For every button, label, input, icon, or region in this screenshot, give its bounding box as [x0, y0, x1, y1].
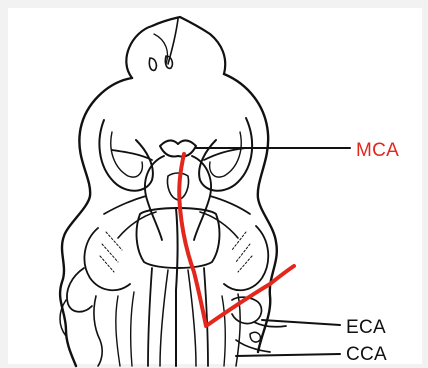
- brain-outline-left: [60, 78, 132, 366]
- right-nerve-2: [222, 296, 225, 366]
- communicating-artery-left: [104, 196, 146, 214]
- right-hatch-1: [232, 232, 252, 272]
- right-cerebellum: [224, 226, 268, 290]
- circle-of-willis-left: [145, 156, 164, 240]
- vertebral-left: [160, 270, 168, 366]
- cca-label: CCA: [346, 345, 387, 364]
- vessel-knot: [250, 332, 260, 342]
- eca-vessel: [254, 322, 286, 327]
- left-nerve-3: [94, 296, 102, 366]
- left-cerebellum: [84, 228, 130, 290]
- mca-label: MCA: [356, 141, 399, 160]
- communicating-artery-right: [210, 196, 250, 214]
- vertebral-right: [188, 270, 196, 366]
- brainstem-left: [148, 268, 152, 366]
- circle-of-willis-right: [192, 156, 211, 240]
- left-nerve-4: [116, 296, 120, 366]
- basilar-artery: [176, 208, 178, 366]
- eca-leader-line: [262, 320, 340, 325]
- carotid-bifurcation-outline: [232, 297, 261, 323]
- optic-chiasm: [160, 140, 196, 156]
- cca-leader-line: [236, 354, 340, 356]
- olfactory-inner-left: [149, 58, 156, 70]
- left-nerve-5: [131, 292, 134, 366]
- olfactory-bulb-outline: [126, 17, 225, 78]
- right-temporal-lobe: [199, 118, 252, 191]
- eca-label: ECA: [346, 318, 386, 337]
